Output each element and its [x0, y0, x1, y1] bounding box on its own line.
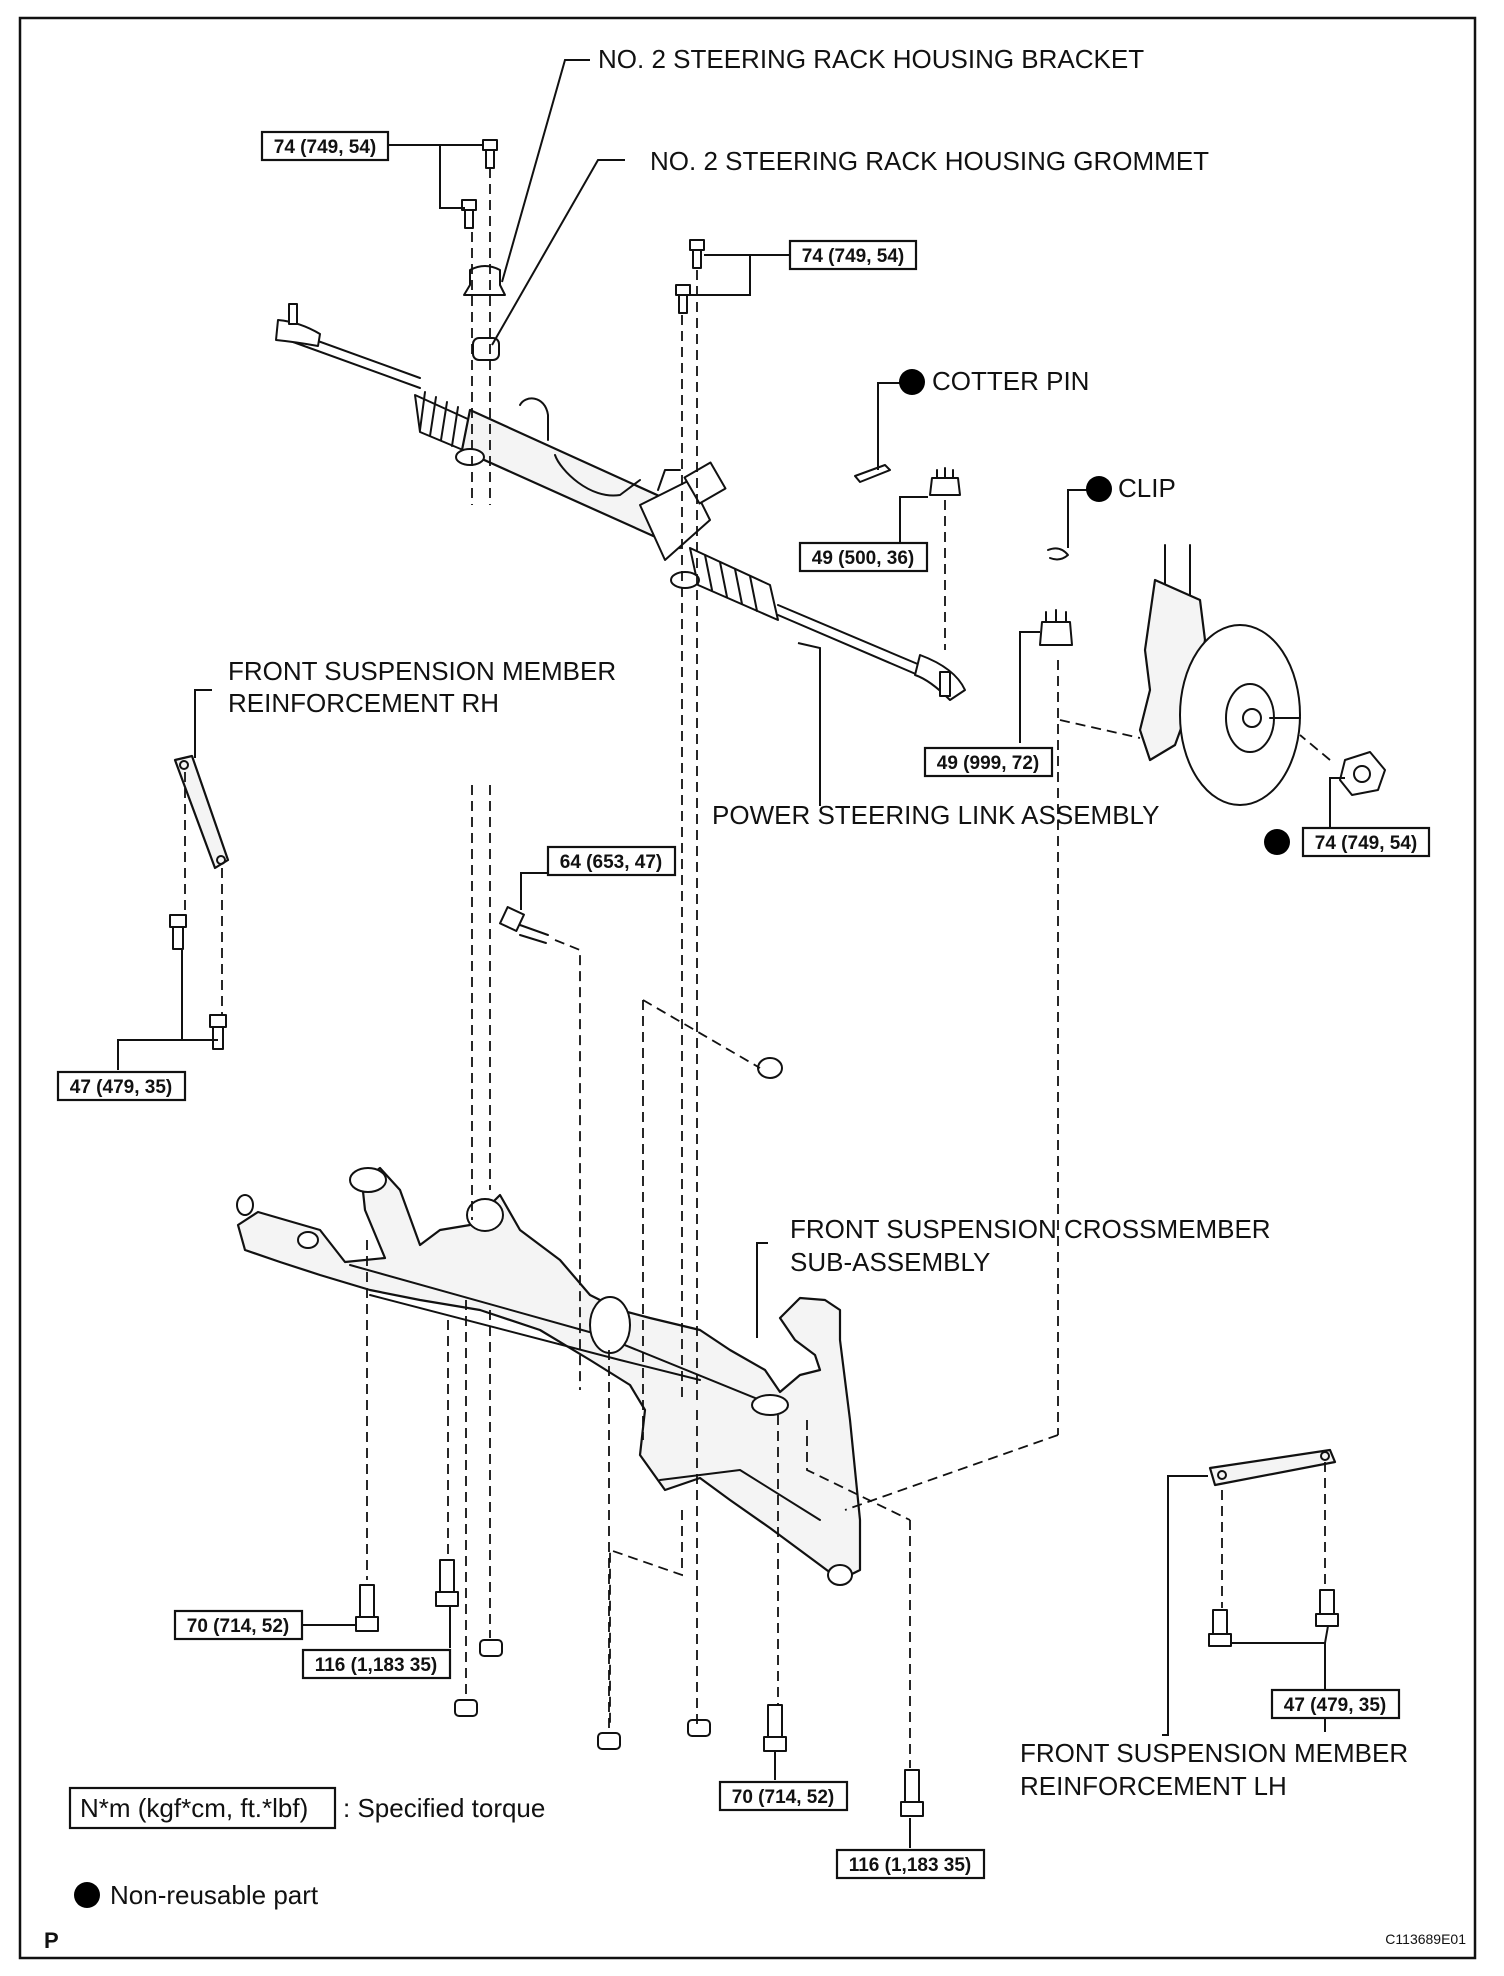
- legend-nonreusable: Non-reusable part: [110, 1880, 319, 1910]
- label-reinforcement-rh-line1: FRONT SUSPENSION MEMBER: [228, 656, 616, 686]
- torque-box-castle-nut-999: 49 (999, 72): [923, 746, 1054, 778]
- torque-specs: 74 (749, 54) 74 (749, 54) 49 (500, 36) 4…: [56, 130, 1431, 1880]
- torque-box-crossmember-right-116: 116 (1,183 35): [835, 1848, 986, 1880]
- torque-value: 70 (714, 52): [732, 1787, 834, 1808]
- castle-nut-49a: [929, 467, 961, 496]
- figure-code: C113689E01: [1385, 1931, 1466, 1947]
- torque-box-bolt-64: 64 (653, 47): [546, 845, 677, 877]
- front-reinforcement-lh: [1208, 1448, 1337, 1487]
- torque-value: 49 (500, 36): [812, 548, 914, 569]
- cotter-pin-nonreusable-mark: [899, 369, 925, 395]
- label-rack-housing-grommet: NO. 2 STEERING RACK HOUSING GROMMET: [650, 146, 1209, 176]
- clip-nonreusable-mark: [1086, 476, 1112, 502]
- label-clip: CLIP: [1118, 473, 1176, 503]
- torque-value: 116 (1,183 35): [315, 1655, 438, 1676]
- assembly-dashed-lines: [184, 168, 1331, 1768]
- page-letter: P: [44, 1928, 59, 1953]
- torque-value: 64 (653, 47): [560, 852, 662, 873]
- front-reinforcement-rh: [173, 754, 230, 870]
- rh-reinforcement-bolts: [169, 914, 227, 1050]
- bolt-64: [499, 906, 549, 944]
- clip-part: [1047, 547, 1069, 561]
- bushing-part: [757, 1057, 783, 1079]
- castle-nut-49b: [1039, 609, 1073, 646]
- torque-box-crossmember-left-116: 116 (1,183 35): [301, 1648, 452, 1680]
- legend: N*m (kgf*cm, ft.*lbf) : Specified torque…: [68, 1786, 545, 1910]
- frame-border: [18, 16, 1477, 1960]
- label-reinforcement-lh-line1: FRONT SUSPENSION MEMBER: [1020, 1738, 1408, 1768]
- torque-value: 116 (1,183 35): [849, 1855, 972, 1876]
- right-rack-boot: [689, 547, 779, 621]
- hub-nut-nonreusable-mark: [1264, 829, 1290, 855]
- torque-value: 74 (749, 54): [1315, 833, 1417, 854]
- label-crossmember-line1: FRONT SUSPENSION CROSSMEMBER: [790, 1214, 1271, 1244]
- hub-nut-74: [1339, 751, 1386, 796]
- rack-mount-bolts: [675, 239, 705, 314]
- bracket-bolts: [461, 139, 498, 229]
- rack-housing-bracket: [463, 265, 506, 296]
- steering-rack-assembly: [275, 303, 966, 701]
- torque-box-crossmember-right-70: 70 (714, 52): [718, 1780, 849, 1812]
- lower-nuts: [454, 1639, 711, 1750]
- label-cotter-pin: COTTER PIN: [932, 366, 1089, 396]
- label-crossmember-line2: SUB-ASSEMBLY: [790, 1247, 990, 1277]
- lh-reinforcement-bolts: [1208, 1589, 1339, 1647]
- torque-value: 70 (714, 52): [187, 1616, 289, 1637]
- label-rack-housing-bracket: NO. 2 STEERING RACK HOUSING BRACKET: [598, 44, 1144, 74]
- nonreusable-legend-icon: [74, 1882, 100, 1908]
- legend-torque-desc: : Specified torque: [343, 1793, 545, 1823]
- torque-value: 47 (479, 35): [1284, 1695, 1386, 1716]
- legend-torque-box: [68, 1786, 337, 1830]
- torque-box-reinf-rh: 47 (479, 35): [56, 1070, 187, 1102]
- front-crossmember: [236, 1166, 862, 1586]
- legend-torque-unit: N*m (kgf*cm, ft.*lbf): [80, 1793, 308, 1823]
- torque-box-hub-nut: 74 (749, 54): [1264, 826, 1431, 858]
- part-labels: NO. 2 STEERING RACK HOUSING BRACKET NO. …: [228, 44, 1408, 1801]
- label-reinforcement-rh-line2: REINFORCEMENT RH: [228, 688, 499, 718]
- steering-knuckle-assembly: [1138, 544, 1301, 806]
- torque-box-castle-nut-500: 49 (500, 36): [798, 541, 929, 573]
- torque-box-rack-mount: 74 (749, 54): [788, 239, 918, 271]
- torque-box-reinf-lh: 47 (479, 35): [1270, 1688, 1401, 1720]
- lower-bolts: [355, 1559, 924, 1817]
- torque-value: 47 (479, 35): [70, 1077, 172, 1098]
- torque-box-crossmember-left-70: 70 (714, 52): [173, 1609, 304, 1641]
- cotter-pin-part: [854, 464, 891, 483]
- label-reinforcement-lh-line2: REINFORCEMENT LH: [1020, 1771, 1287, 1801]
- torque-value: 74 (749, 54): [802, 246, 904, 267]
- leader-lines: [117, 59, 1345, 1848]
- label-power-steering-link: POWER STEERING LINK ASSEMBLY: [712, 800, 1159, 830]
- torque-value: 74 (749, 54): [274, 137, 376, 158]
- torque-box-bracket-bolts: 74 (749, 54): [260, 130, 390, 162]
- torque-value: 49 (999, 72): [937, 753, 1039, 774]
